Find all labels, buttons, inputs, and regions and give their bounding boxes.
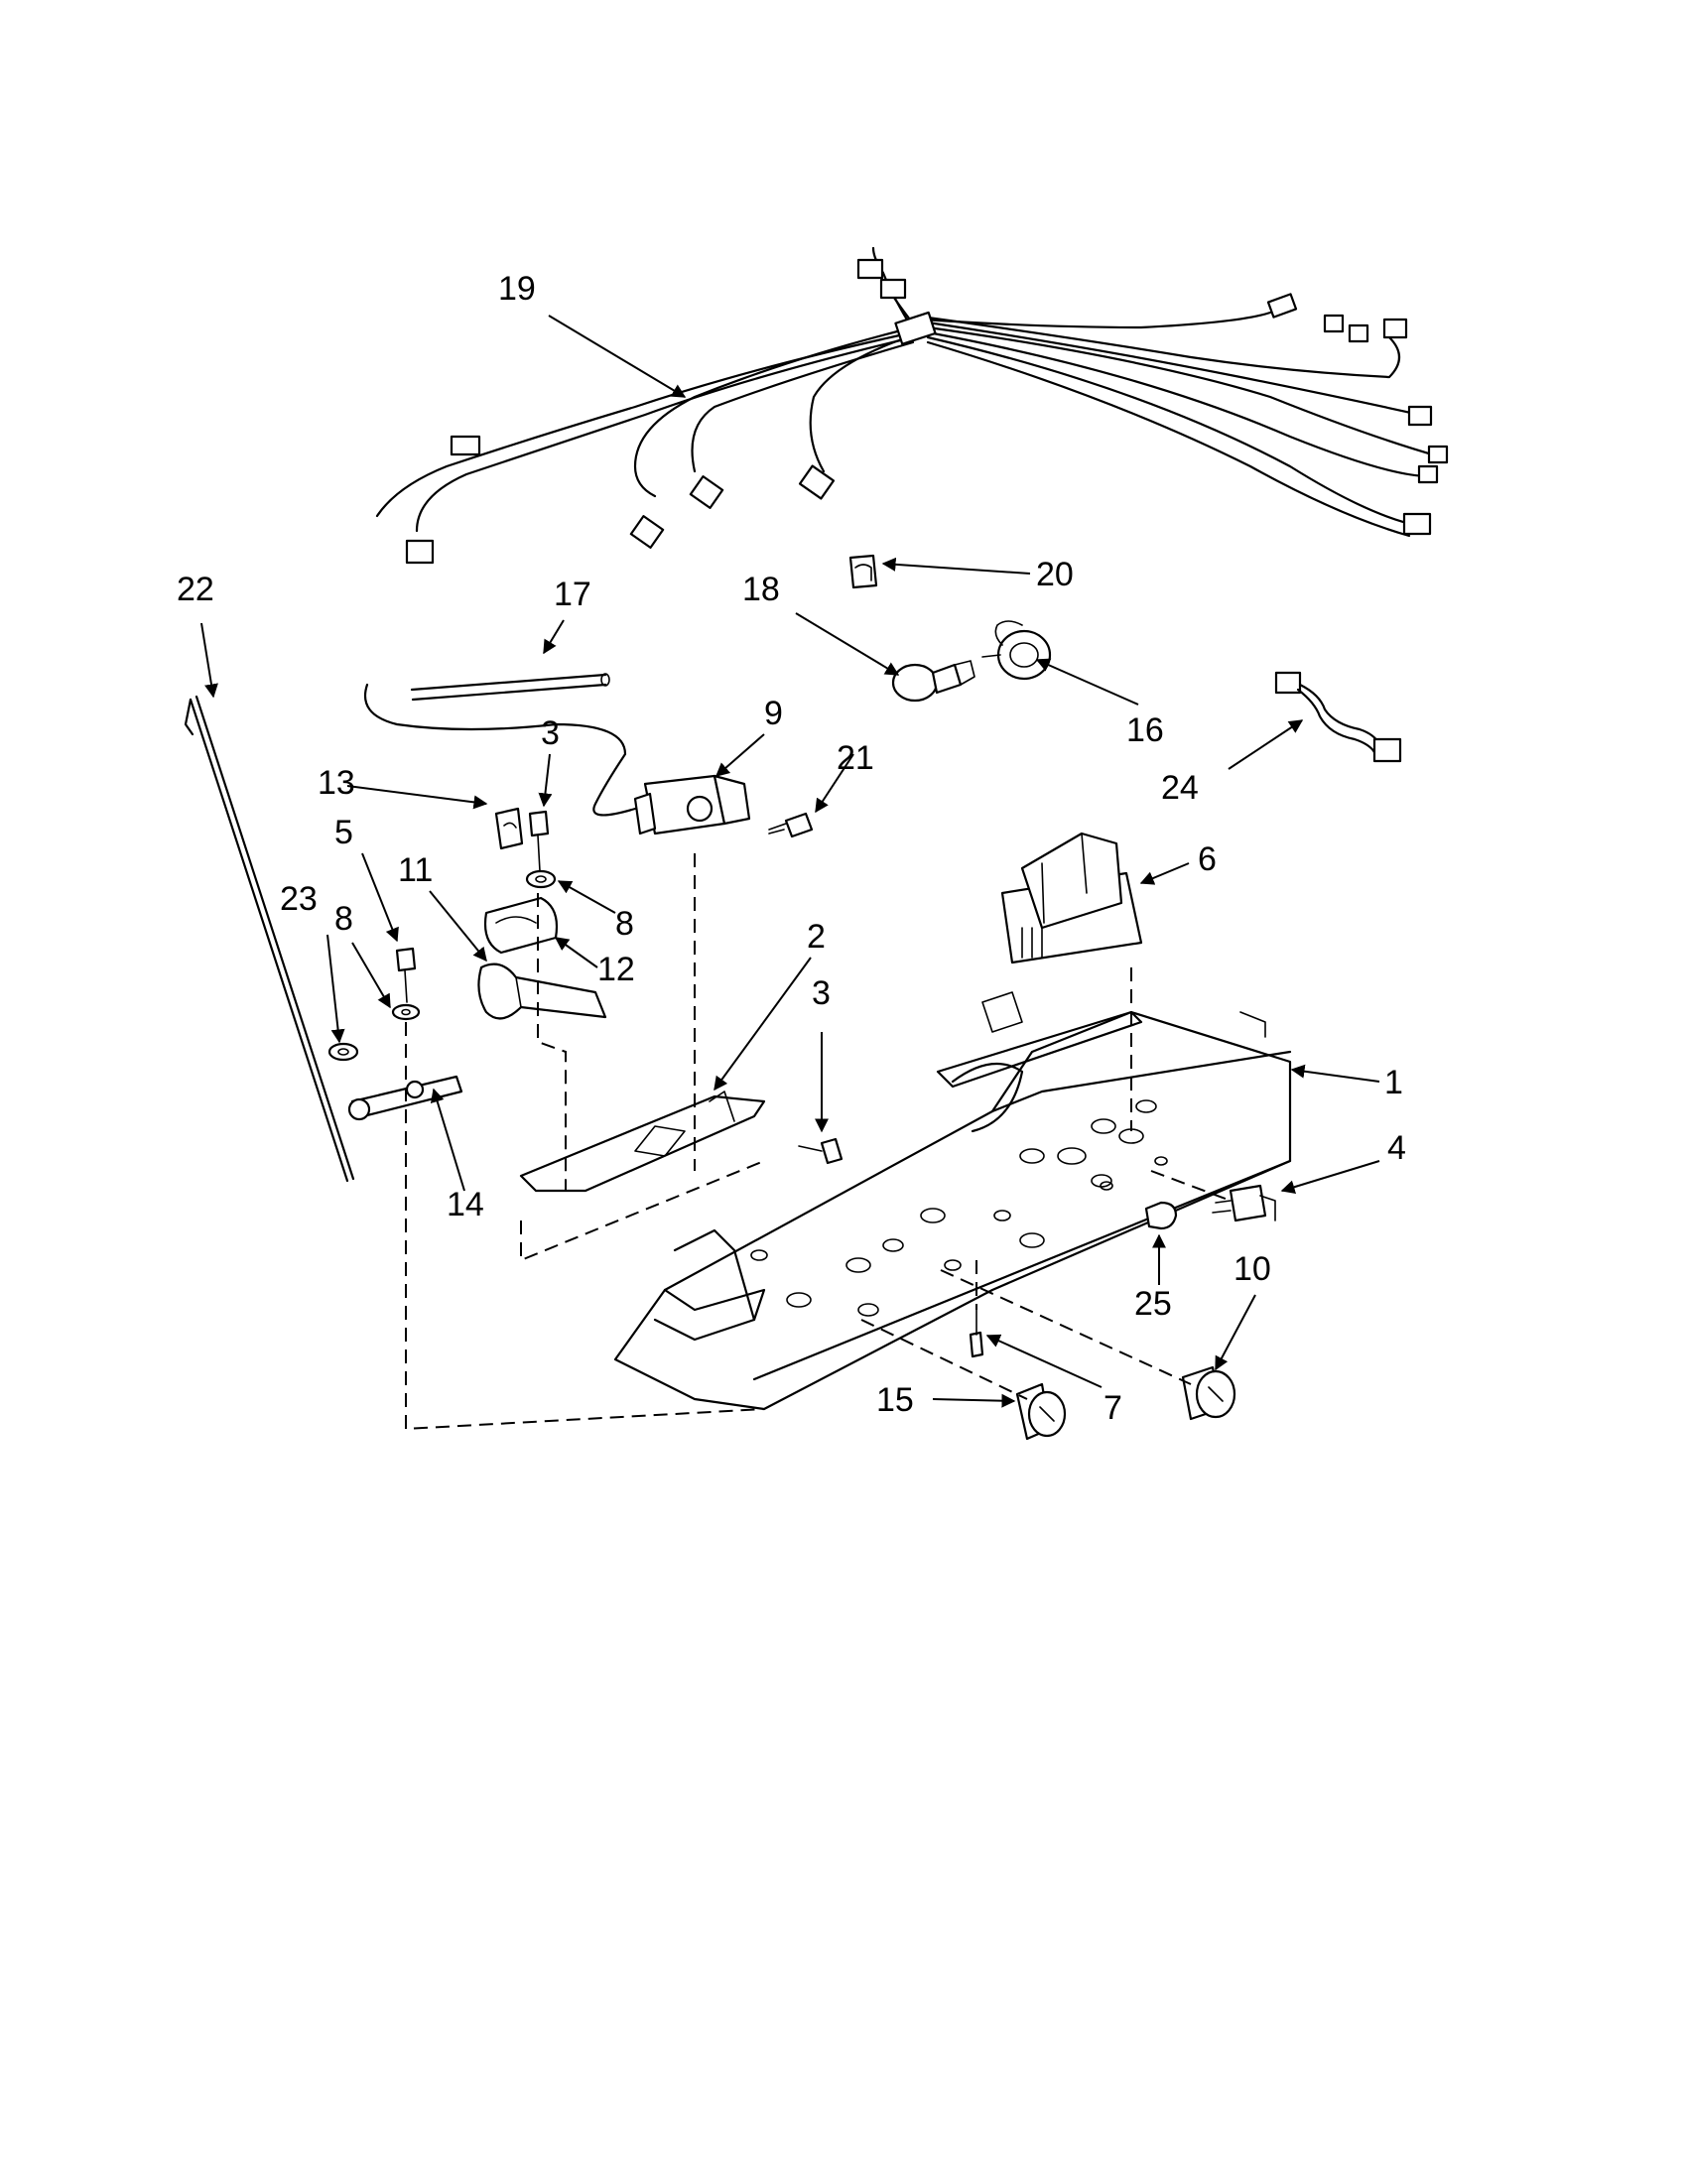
connector-icon [629, 515, 665, 549]
socket-part-16 [981, 620, 1052, 681]
knob-part-15 [1015, 1382, 1067, 1441]
connector-icon [1266, 293, 1298, 319]
callout-20: 20 [1036, 556, 1074, 593]
connector-icon [1348, 323, 1369, 343]
callout-9: 9 [764, 695, 783, 732]
plate-part-2 [519, 1091, 766, 1193]
callout-18: 18 [742, 571, 780, 608]
rod-part-22 [184, 695, 355, 1183]
clip-part-20 [848, 554, 878, 589]
tube-part-17 [410, 673, 610, 702]
screw-part-7 [969, 1309, 984, 1358]
connector-icon [798, 464, 836, 500]
connector-icon [450, 435, 481, 456]
callout-16: 16 [1126, 711, 1164, 749]
connector-icon [1427, 445, 1449, 464]
bracket-part-12 [483, 896, 559, 955]
wire-harness-part-19 [375, 246, 1449, 565]
connector-icon [405, 539, 435, 565]
callout-8-lower: 8 [334, 900, 353, 938]
callout-labels: 19 20 18 16 22 17 3 9 21 24 13 5 11 8 12… [177, 270, 1406, 1427]
connector-icon [1323, 314, 1345, 333]
callout-14: 14 [447, 1186, 484, 1223]
knob-shaft-part-11 [477, 963, 607, 1020]
bracket-part-13 [494, 807, 524, 850]
jumper-harness-part-24 [1274, 671, 1402, 763]
callout-7: 7 [1104, 1389, 1122, 1427]
switch-part-4 [1212, 1184, 1276, 1222]
screw-part-3-lower [798, 1137, 844, 1165]
callout-6: 6 [1198, 840, 1217, 878]
connector-icon [689, 475, 724, 509]
callout-17: 17 [554, 576, 591, 613]
screw-part-21 [768, 812, 814, 838]
callout-8-upper: 8 [615, 905, 634, 943]
knob-part-10 [1181, 1365, 1236, 1421]
screw-part-5 [395, 947, 417, 1003]
callout-3-upper: 3 [541, 714, 560, 752]
connector-icon [1382, 318, 1408, 339]
callout-23: 23 [280, 880, 318, 918]
leader-arrows [200, 315, 1380, 1408]
callout-22: 22 [177, 571, 214, 608]
button-part-25 [1144, 1201, 1178, 1230]
washer-part-8-upper [525, 869, 557, 889]
connector-icon [1407, 405, 1433, 427]
control-housing-part-1 [613, 991, 1292, 1411]
callout-4: 4 [1387, 1129, 1406, 1167]
callout-15: 15 [876, 1381, 914, 1419]
callout-25: 25 [1134, 1285, 1172, 1323]
callout-11: 11 [398, 851, 433, 889]
light-bulb-part-18 [891, 660, 975, 703]
callout-19: 19 [498, 270, 536, 308]
connector-icon [1402, 512, 1432, 536]
relay-part-6 [1000, 832, 1143, 964]
callout-2: 2 [807, 918, 826, 956]
callout-13: 13 [318, 764, 355, 802]
washer-part-23 [327, 1042, 359, 1062]
screw-part-3-upper [528, 810, 550, 872]
callout-21: 21 [837, 739, 874, 777]
connector-icon [856, 258, 884, 280]
connector-icon [879, 278, 907, 300]
callout-5: 5 [334, 814, 353, 851]
callout-24: 24 [1161, 769, 1199, 807]
callout-10: 10 [1234, 1250, 1271, 1288]
callout-12: 12 [597, 951, 635, 988]
callout-3-lower: 3 [812, 974, 831, 1012]
assembly-lines [405, 853, 1232, 1431]
thermostat-part-9 [363, 683, 751, 835]
connector-icon [1417, 464, 1439, 484]
callout-1: 1 [1384, 1064, 1403, 1101]
washer-part-8-lower [391, 1003, 421, 1021]
